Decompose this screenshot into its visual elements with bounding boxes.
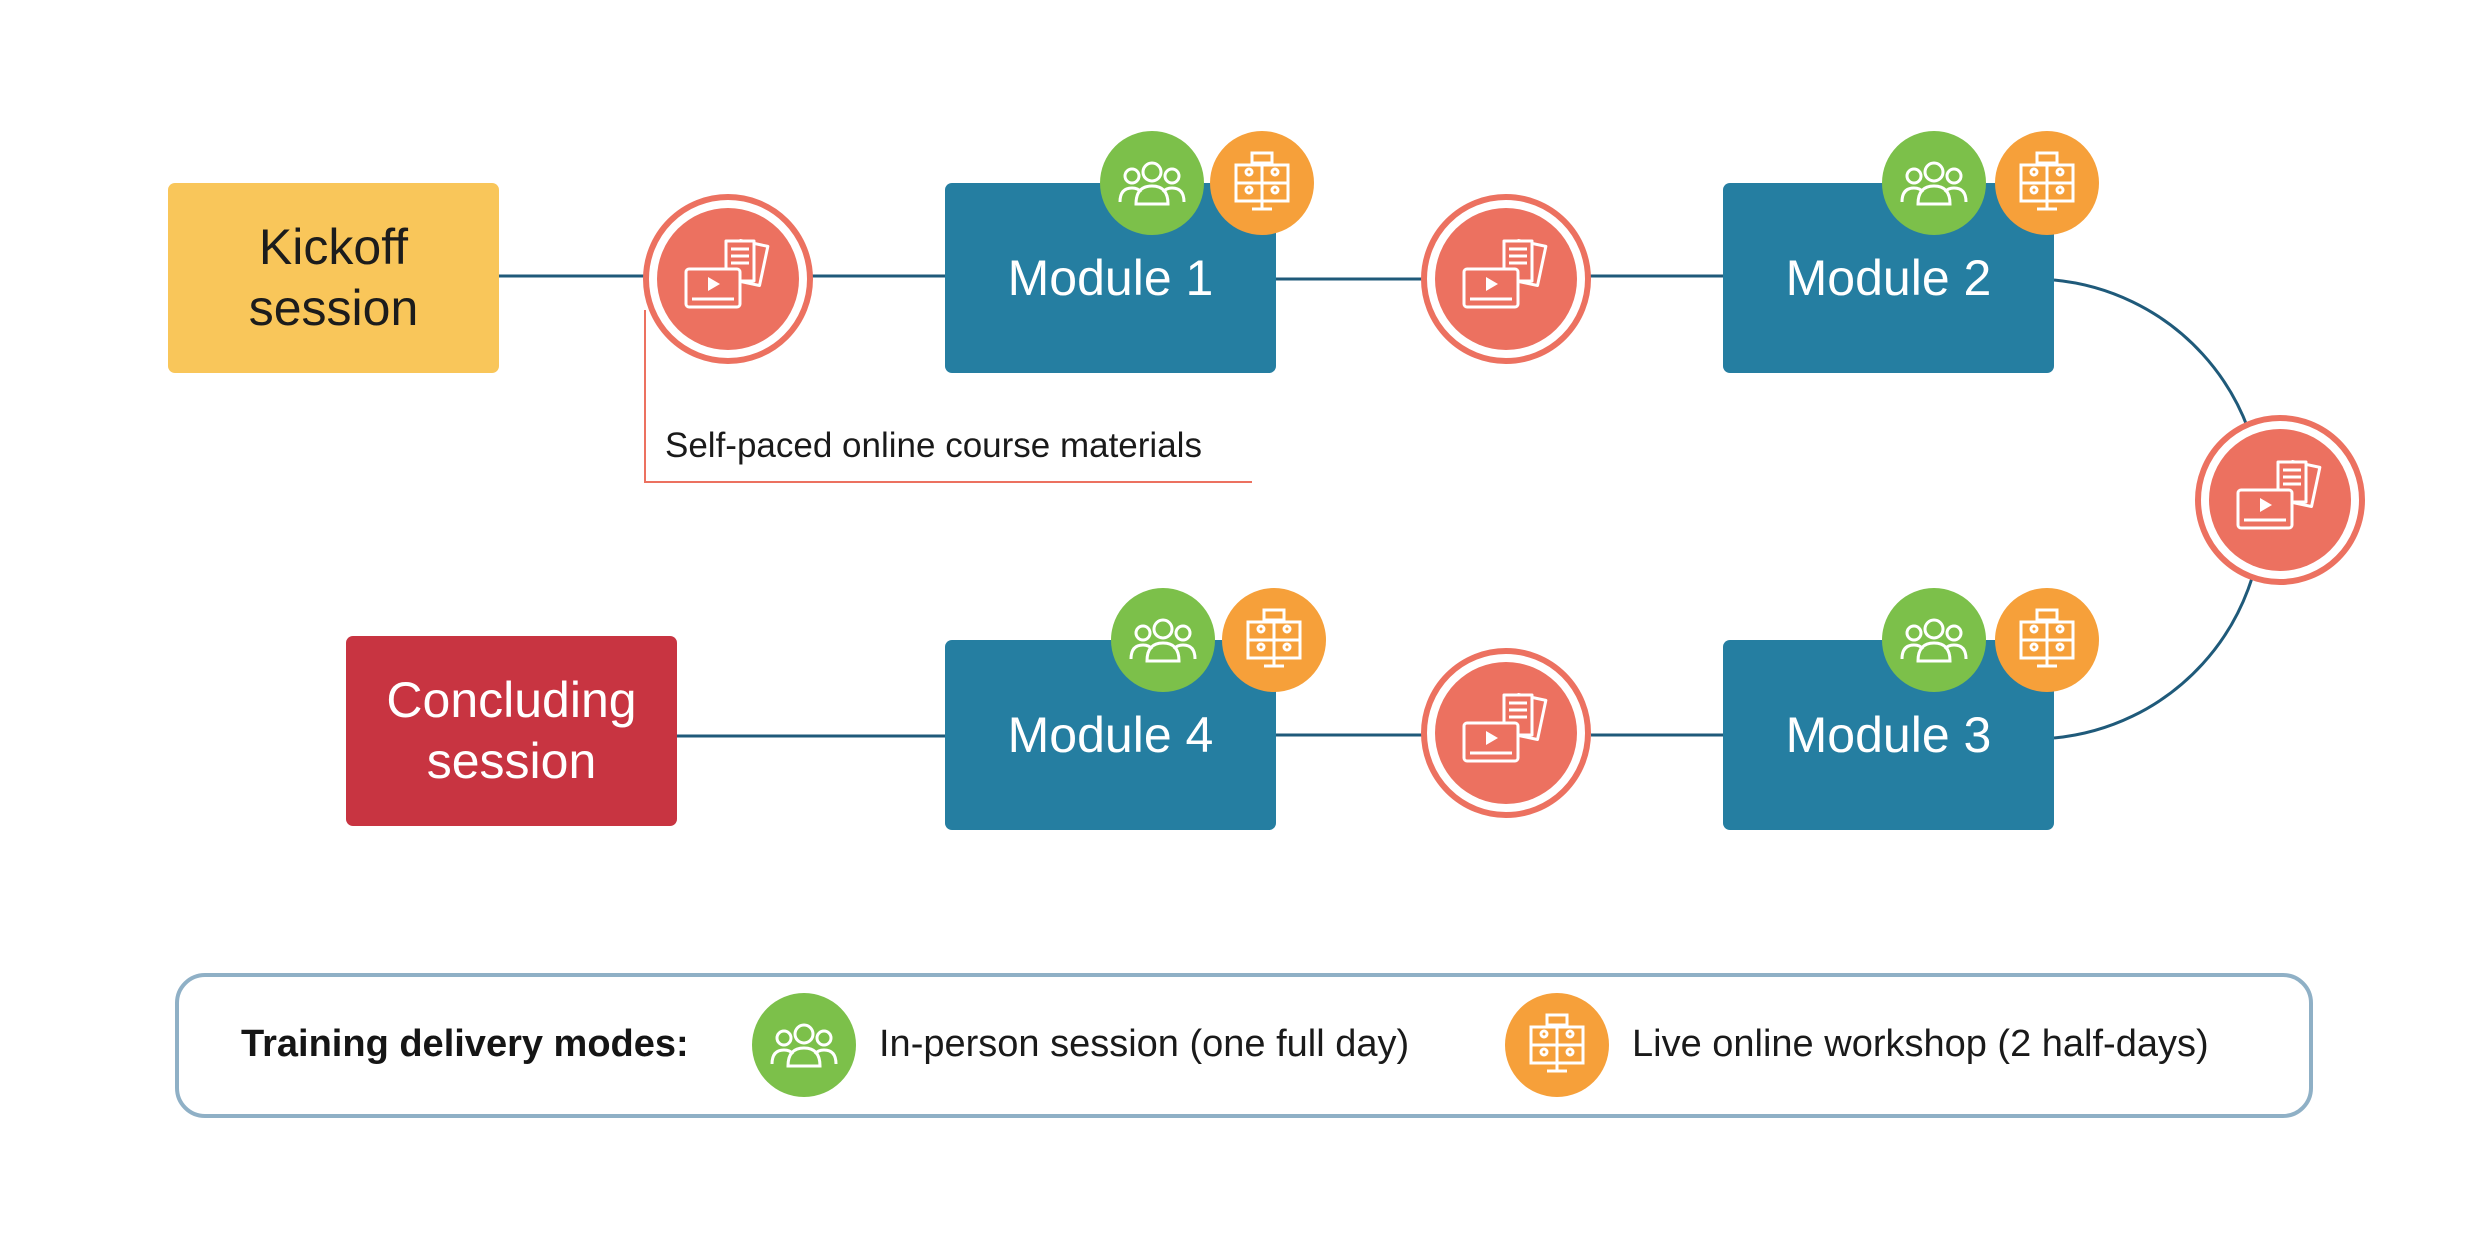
video-document-icon — [1462, 693, 1548, 763]
legend-in-person-label: In-person session (one full day) — [879, 1023, 1410, 1065]
course-material-circle-4 — [1421, 648, 1591, 818]
course-material-circle-2 — [1421, 194, 1591, 364]
module-1-in-person-badge — [1100, 131, 1204, 235]
course-materials-annotation: Self-paced online course materials — [665, 426, 1202, 465]
module-3-live-online-badge — [1995, 588, 2099, 692]
group-people-icon — [1129, 618, 1197, 663]
course-material-circle-1 — [643, 194, 813, 364]
course-material-circle-3 — [2195, 415, 2365, 585]
module-2-box: Module 2 — [1723, 183, 2054, 373]
kickoff-session-label: Kickoff session — [248, 219, 419, 336]
module-4-live-online-badge — [1222, 588, 1326, 692]
video-conference-monitor-icon — [2019, 608, 2075, 668]
module-4-in-person-badge — [1111, 588, 1215, 692]
video-document-icon — [684, 239, 770, 309]
video-conference-monitor-icon — [1234, 151, 1290, 211]
video-conference-monitor-icon — [1529, 1013, 1585, 1073]
concluding-session-label: Concluding session — [386, 672, 637, 789]
video-conference-monitor-icon — [1246, 608, 1302, 668]
module-1-label: Module 1 — [1007, 250, 1214, 306]
video-document-icon — [2236, 460, 2322, 530]
group-people-icon — [1900, 161, 1968, 206]
group-people-icon — [1118, 161, 1186, 206]
video-conference-monitor-icon — [2019, 151, 2075, 211]
legend: Training delivery modes: In-person sessi… — [175, 973, 2313, 1118]
concluding-session-box: Concluding session — [346, 636, 677, 826]
module-3-in-person-badge — [1882, 588, 1986, 692]
module-3-label: Module 3 — [1785, 707, 1992, 763]
kickoff-session-box: Kickoff session — [168, 183, 499, 373]
legend-live-online-badge — [1505, 993, 1609, 1097]
module-3-box: Module 3 — [1723, 640, 2054, 830]
legend-title: Training delivery modes: — [241, 1023, 689, 1065]
group-people-icon — [770, 1023, 838, 1068]
annotation-callout-line — [644, 310, 1252, 483]
legend-in-person-badge — [752, 993, 856, 1097]
module-2-live-online-badge — [1995, 131, 2099, 235]
video-document-icon — [1462, 239, 1548, 309]
legend-live-online-label: Live online workshop (2 half-days) — [1632, 1023, 2209, 1065]
module-4-label: Module 4 — [1007, 707, 1214, 763]
group-people-icon — [1900, 618, 1968, 663]
module-2-label: Module 2 — [1785, 250, 1992, 306]
module-2-in-person-badge — [1882, 131, 1986, 235]
module-1-live-online-badge — [1210, 131, 1314, 235]
module-4-box: Module 4 — [945, 640, 1276, 830]
